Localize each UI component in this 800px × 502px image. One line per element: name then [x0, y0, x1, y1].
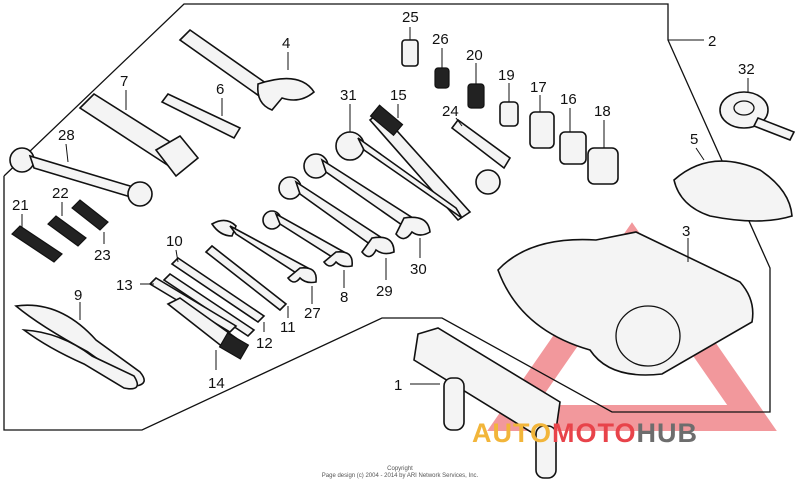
pliers [14, 302, 145, 390]
extension-bar [450, 117, 512, 170]
callout-7: 7 [120, 73, 128, 90]
callout-19: 19 [498, 67, 515, 84]
callout-30: 30 [410, 261, 427, 278]
callout-28: 28 [58, 127, 75, 144]
tape-roll [719, 78, 796, 142]
box-wrench-31 [335, 104, 463, 219]
wrench-27 [210, 219, 317, 304]
callout-3: 3 [682, 223, 690, 240]
callout-2: 2 [708, 33, 716, 50]
socket-19 [499, 83, 519, 127]
wrench-30 [303, 153, 431, 258]
callout-labels: 25 26 20 19 17 16 18 2 32 4 7 6 31 15 24… [12, 9, 755, 394]
callout-12: 12 [256, 335, 273, 352]
watermark-auto: AUTO [472, 418, 553, 448]
callout-17: 17 [530, 79, 547, 96]
socket-16 [559, 108, 587, 165]
watermark-logo: AUTOMOTOHUB [472, 418, 698, 449]
callout-4: 4 [282, 35, 290, 52]
callout-29: 29 [376, 283, 393, 300]
socket-18 [587, 120, 619, 185]
callout-10: 10 [166, 233, 183, 250]
tool-case [673, 147, 793, 222]
callout-22: 22 [52, 185, 69, 202]
holder-bracket [410, 327, 561, 479]
callout-11: 11 [280, 319, 296, 336]
callout-26: 26 [432, 31, 449, 48]
callout-8: 8 [340, 289, 348, 306]
pin-21 [11, 214, 63, 263]
watermark-moto: MOTO [552, 418, 637, 448]
callout-18: 18 [594, 103, 611, 120]
callout-32: 32 [738, 61, 755, 78]
callout-31: 31 [340, 87, 357, 104]
flat-plate [160, 92, 242, 140]
wrench-29 [278, 176, 395, 280]
copyright-line-1: Copyright [387, 466, 413, 472]
socket-20 [467, 63, 485, 109]
copyright-notice: Copyright Page design (c) 2004 - 2014 by… [0, 466, 800, 480]
callout-16: 16 [560, 91, 577, 108]
adjustable-wrench [178, 28, 316, 111]
handle-bar [78, 90, 200, 178]
ratchet-handle [368, 104, 501, 222]
copyright-line-2: Page design (c) 2004 - 2014 by ARI Netwo… [321, 473, 479, 479]
callout-24: 24 [442, 103, 459, 120]
callout-14: 14 [208, 375, 225, 392]
callout-20: 20 [466, 47, 483, 64]
callout-6: 6 [216, 81, 224, 98]
callout-27: 27 [304, 305, 321, 322]
spanner-28 [9, 143, 153, 207]
enclosure-border [3, 3, 771, 431]
socket-17 [529, 95, 555, 149]
callout-21: 21 [12, 197, 29, 214]
wrench-8 [262, 210, 353, 288]
pin-22 [47, 202, 87, 247]
screwdriver-11 [204, 244, 289, 318]
callout-15: 15 [390, 87, 407, 104]
watermark-hub: HUB [636, 418, 699, 448]
callout-5: 5 [690, 131, 698, 148]
screwdriver-handle [166, 297, 250, 370]
screwdriver-10 [170, 249, 266, 324]
socket-26 [434, 48, 450, 89]
callout-13: 13 [116, 277, 133, 294]
tool-roll [497, 231, 754, 376]
socket-25 [401, 27, 419, 67]
callout-9: 9 [74, 287, 82, 304]
pin-23 [71, 199, 109, 244]
callout-1: 1 [394, 377, 402, 394]
callout-23: 23 [94, 247, 111, 264]
callout-25: 25 [402, 9, 419, 26]
